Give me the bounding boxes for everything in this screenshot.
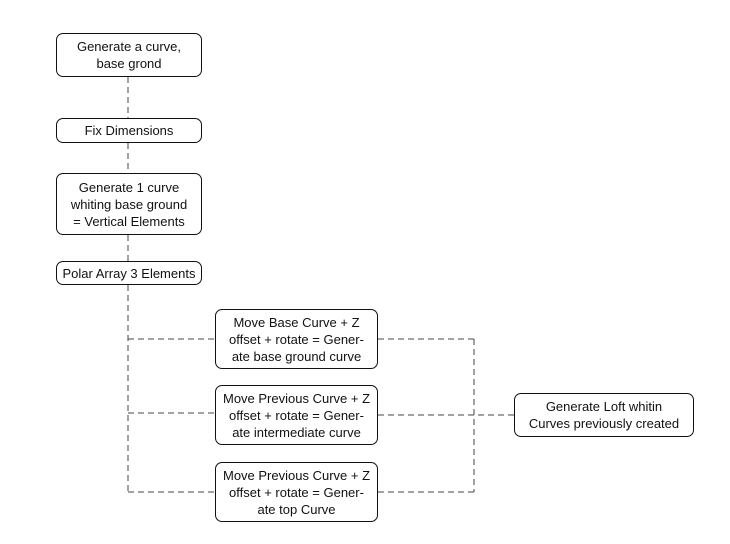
node-generate-curve-label: Generate a curve, base grond	[76, 39, 182, 71]
node-generate-curve: Generate a curve, base grond	[56, 33, 202, 77]
node-move-top-label: Move Previous Curve + Z offset + rotate …	[222, 467, 371, 517]
node-fix-dimensions-label: Fix Dimensions	[84, 123, 174, 138]
node-polar-array: Polar Array 3 Elements	[56, 261, 202, 285]
node-move-intermediate-label: Move Previous Curve + Z offset + rotate …	[222, 390, 371, 440]
node-generate-vertical: Generate 1 curve whiting base ground = V…	[56, 173, 202, 235]
node-move-base: Move Base Curve + Z offset + rotate = Ge…	[215, 309, 378, 369]
node-generate-vertical-label: Generate 1 curve whiting base ground = V…	[70, 179, 188, 229]
node-move-intermediate: Move Previous Curve + Z offset + rotate …	[215, 385, 378, 445]
node-polar-array-label: Polar Array 3 Elements	[62, 265, 196, 281]
node-generate-loft-label: Generate Loft whitin Curves previously c…	[528, 399, 680, 431]
node-move-base-label: Move Base Curve + Z offset + rotate = Ge…	[229, 314, 364, 364]
node-move-top: Move Previous Curve + Z offset + rotate …	[215, 462, 378, 522]
node-fix-dimensions: Fix Dimensions	[56, 118, 202, 143]
node-generate-loft: Generate Loft whitin Curves previously c…	[514, 393, 694, 437]
